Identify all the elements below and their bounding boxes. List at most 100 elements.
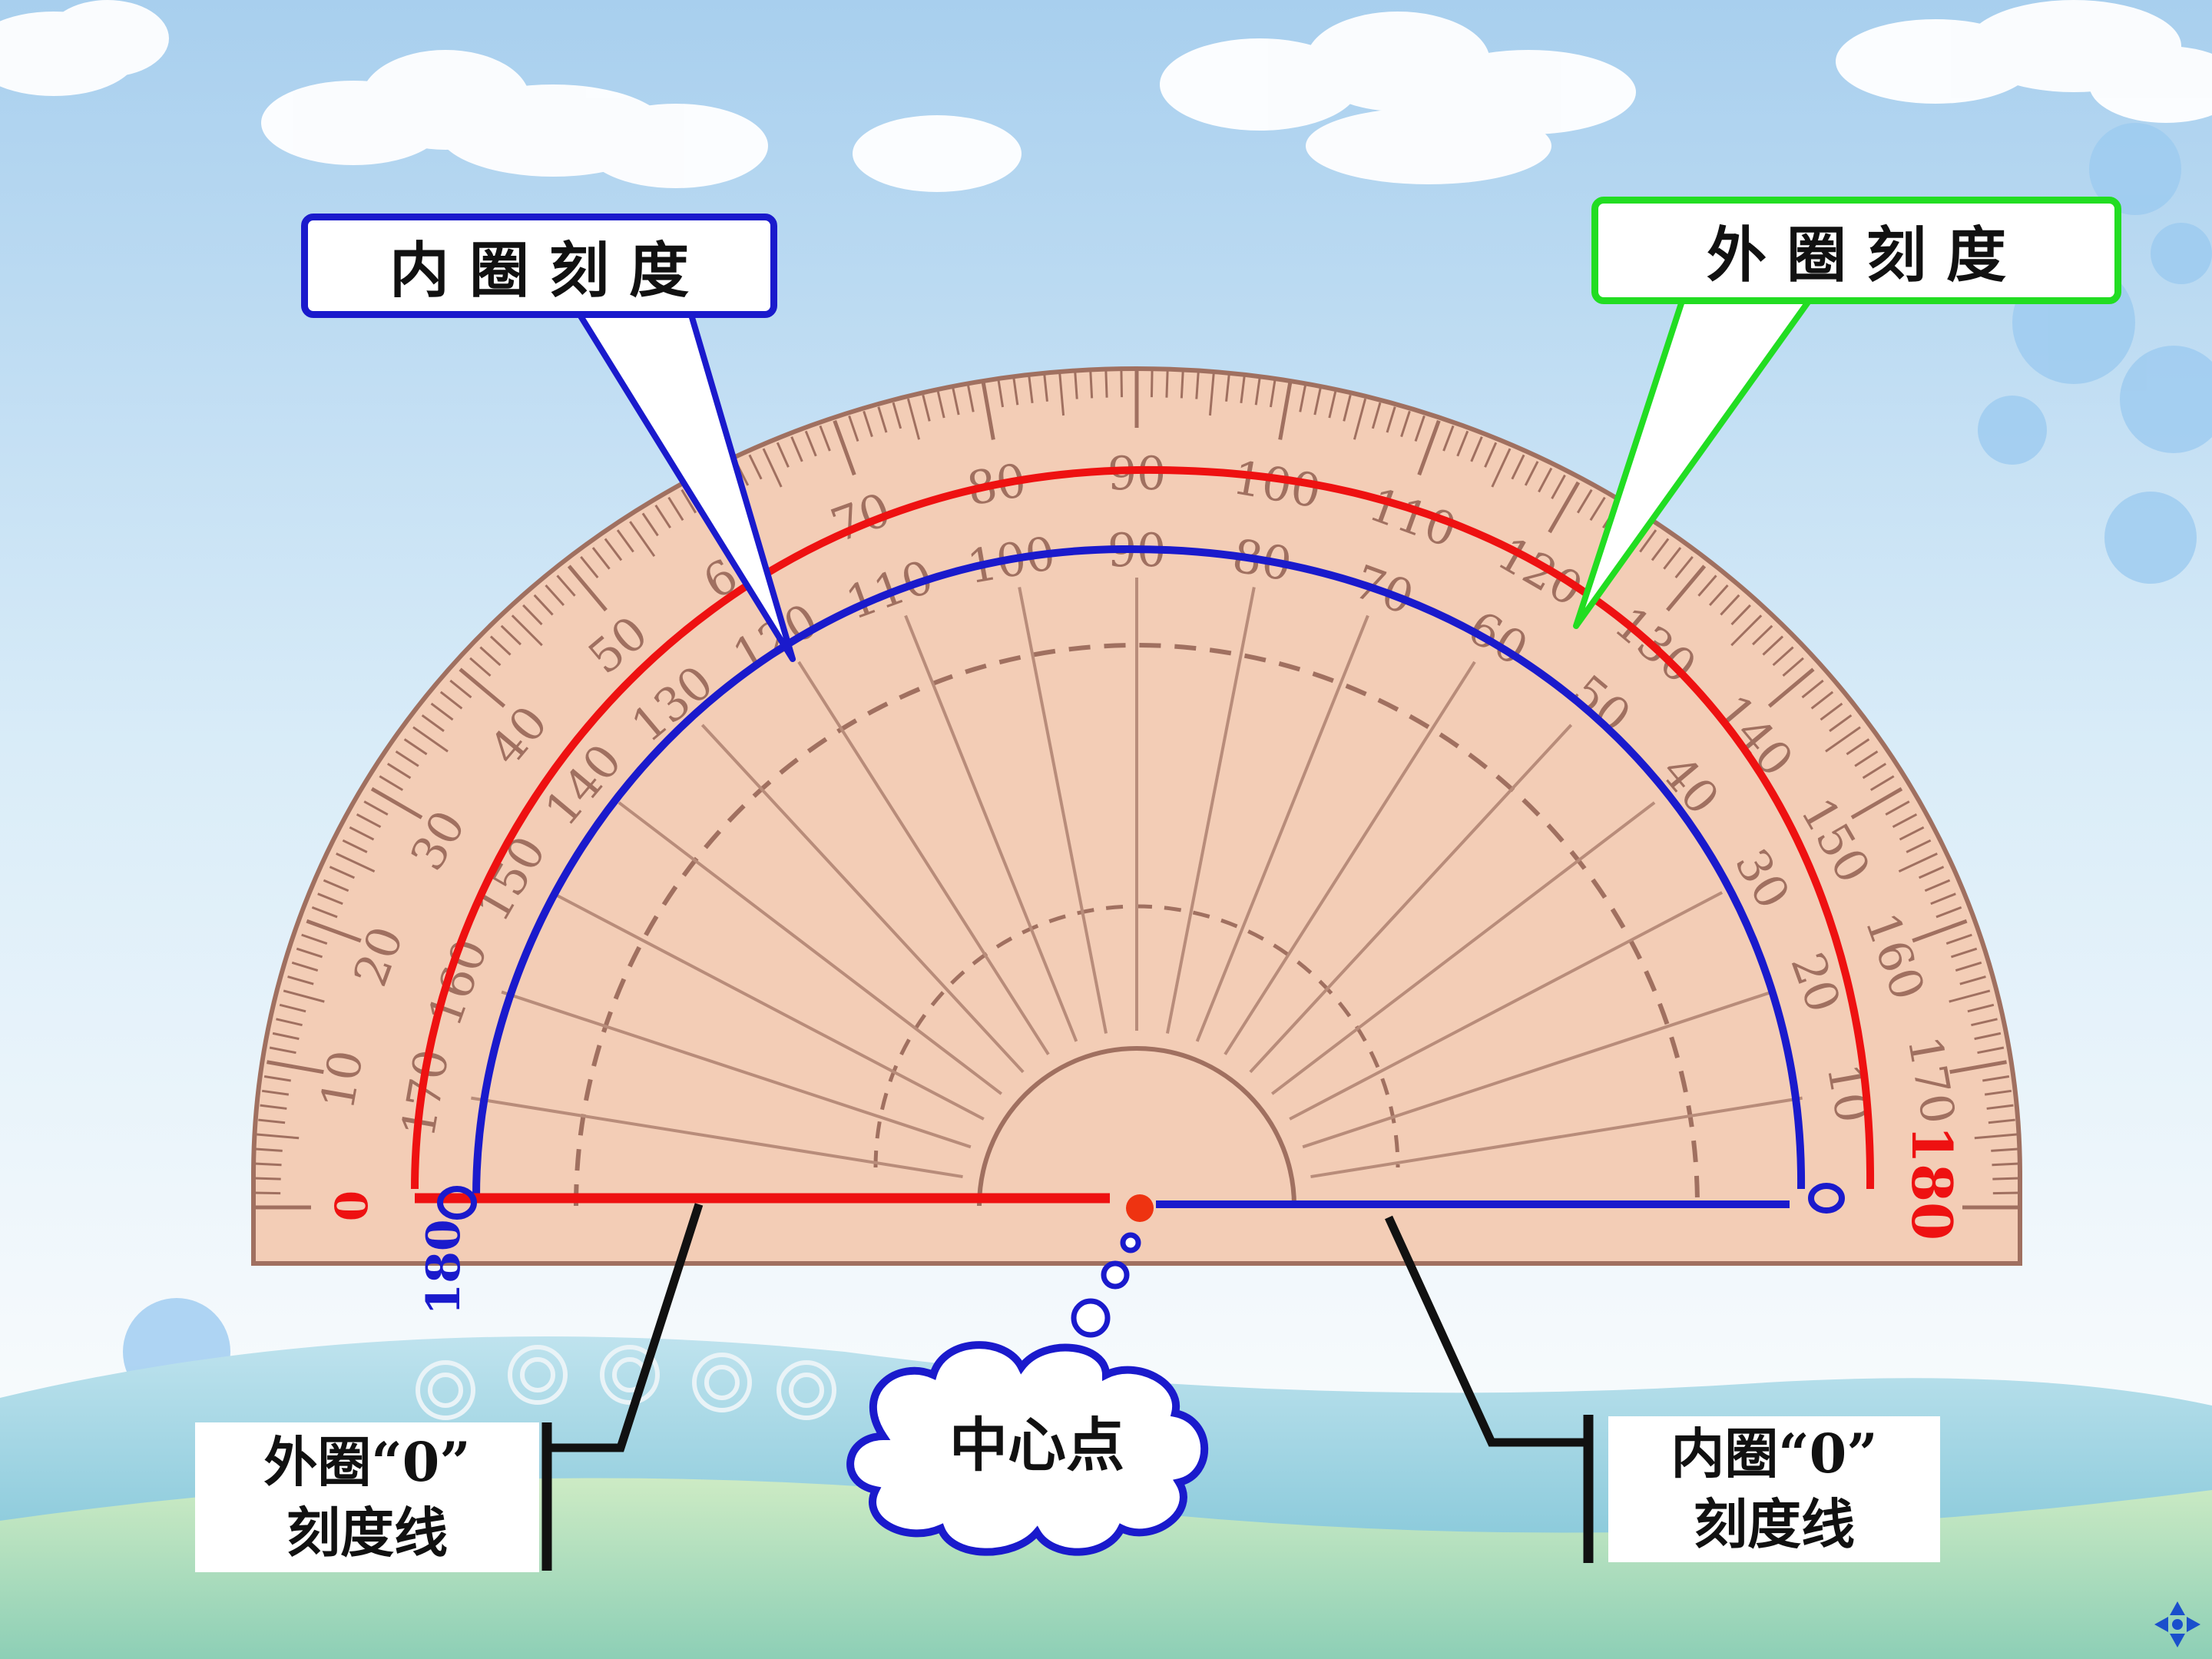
degree-tick [654,505,671,529]
degree-tick [804,430,817,457]
degree-tick [1854,750,1879,767]
degree-tick [1150,370,1154,398]
degree-tick [253,1191,281,1195]
radial-line [471,1096,963,1179]
degree-tick [1548,481,1581,534]
degree-tick [1767,667,1815,708]
degree-tick [1484,442,1498,468]
radial-line [1018,587,1108,1034]
outer-scale-arc [411,465,1875,1190]
degree-tick [1846,738,1870,756]
degree-tick [591,547,611,570]
degree-tick [254,1162,282,1167]
radial-line [1165,587,1256,1034]
degree-tick [253,1177,281,1181]
degree-tick [1829,714,1853,733]
degree-tick [1240,376,1246,404]
degree-tick [1343,395,1352,422]
degree-tick [1988,1118,2015,1124]
radial-line [797,661,1050,1055]
degree-tick [1782,657,1804,677]
degree-tick [1589,496,1606,522]
degree-tick [1992,1191,2020,1195]
degree-tick [680,488,697,514]
degree-tick [255,1147,283,1152]
degree-tick [1924,879,1951,892]
degree-tick [1869,775,1895,791]
radial-line [1224,661,1476,1055]
radial-line [1195,614,1369,1042]
degree-tick [1974,1133,2017,1140]
degree-tick [1663,547,1682,570]
degree-tick [1730,614,1763,647]
degree-tick [1820,702,1843,721]
degree-tick [269,1046,296,1055]
degree-tick [1892,813,1918,829]
radial-line [1270,801,1656,1095]
degree-tick [412,726,449,753]
inner-zero-line-label: 内圈“0” 刻度线 [1608,1416,1940,1562]
degree-tick [459,667,506,708]
degree-tick [1313,388,1322,416]
degree-tick [1456,430,1469,457]
degree-tick [1986,1104,2014,1110]
outer-scale-callout: 外圈刻度 [1591,197,2121,304]
degree-tick [936,391,945,419]
degree-tick [260,1104,287,1110]
degree-tick [1371,402,1382,429]
radial-line [618,801,1003,1095]
degree-tick [1442,425,1455,452]
degree-tick [323,879,349,892]
degree-tick [342,839,368,853]
degree-tick [1971,1018,1998,1027]
degree-tick [1674,555,1694,579]
degree-tick [1982,1075,2010,1082]
degree-tick [1104,370,1108,398]
degree-tick [556,575,576,597]
degree-tick [952,388,960,416]
bubble-small [1120,1232,1141,1253]
degree-tick [489,635,512,656]
degree-tick [1959,975,1986,985]
degree-tick [819,425,831,452]
degree-tick [1977,1046,2005,1055]
degree-tick [892,402,902,429]
degree-tick [1967,1003,1995,1013]
degree-tick [1850,786,1903,820]
degree-tick [1254,378,1261,406]
degree-tick [356,813,382,829]
degree-tick [1225,374,1230,402]
spiral-decorations [416,1345,836,1420]
degree-tick [1120,370,1124,398]
degree-tick [790,436,803,462]
degree-tick [877,406,888,433]
degree-tick [833,419,856,476]
degree-tick [1730,604,1751,626]
degree-tick [317,892,343,906]
degree-tick [848,415,859,442]
degree-tick [349,826,375,841]
degree-tick [287,975,314,985]
outer-zero-line-subtext: 刻度线 [286,1500,448,1565]
outer-right-180: 180 [1899,1125,1965,1240]
degree-tick [1974,1031,2002,1041]
radial-line [1249,724,1573,1074]
degree-tick [1945,933,1972,945]
degree-tick [263,1075,291,1082]
inner-scale-arc [472,545,1806,1197]
degree-tick [762,448,783,488]
degree-tick [1180,371,1184,399]
center-point-cloud [846,1341,1209,1556]
degree-tick [1991,1147,2018,1152]
radial-lines [471,578,1803,1179]
degree-tick [257,1133,300,1140]
degree-tick [1208,373,1215,416]
degree-tick [430,702,454,721]
degree-tick [279,1003,306,1013]
degree-tick [261,1089,290,1096]
navigation-icon[interactable] [2154,1601,2200,1647]
degree-tick [439,690,463,710]
outer-left-zero: 0 [326,1190,378,1221]
degree-tick [748,454,763,480]
degree-tick [1043,374,1048,402]
